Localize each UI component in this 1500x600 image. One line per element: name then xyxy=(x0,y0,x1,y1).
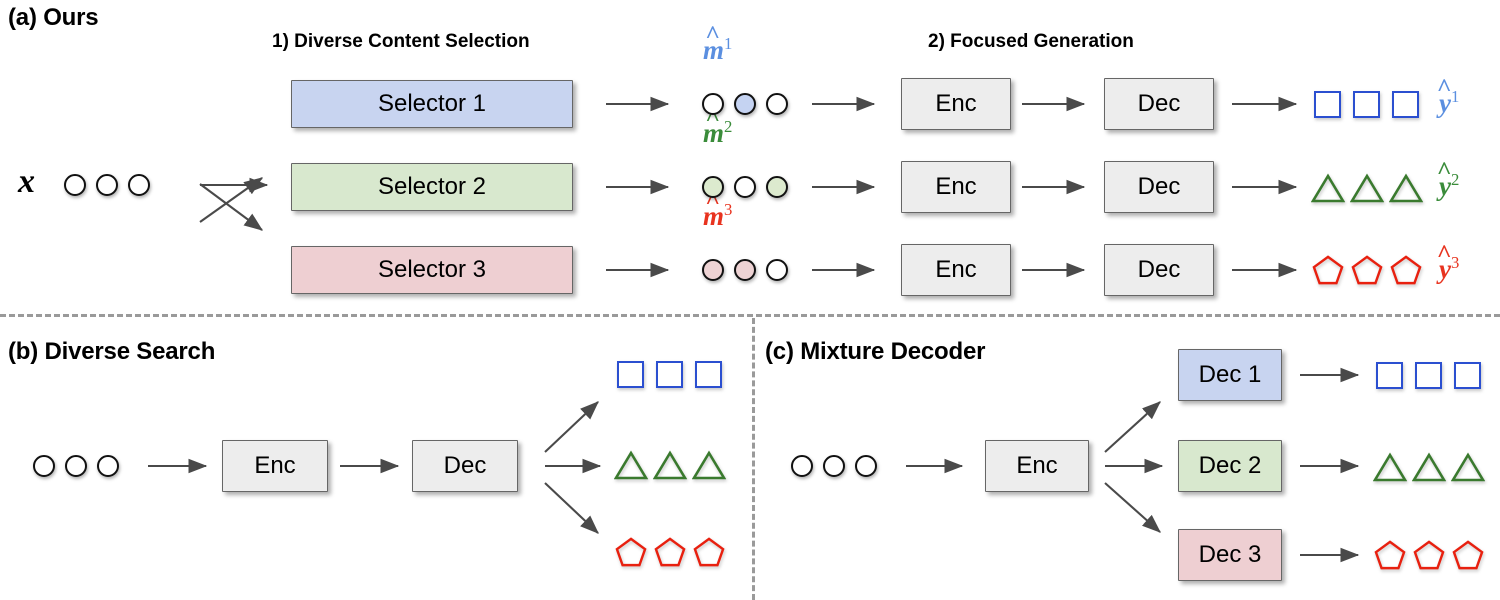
mask-2-token-1 xyxy=(734,176,756,198)
output-square-a-2 xyxy=(1392,91,1419,118)
selector-2-box[interactable]: Selector 2 xyxy=(291,163,573,211)
panel-c-arrow-enc-to-dec-1 xyxy=(1104,401,1161,453)
output-pentagon-a-1 xyxy=(1351,255,1383,285)
encoder-box-row-1[interactable]: Enc xyxy=(901,78,1011,130)
selector-3-box[interactable]: Selector 3 xyxy=(291,246,573,294)
panel-b-triangle-1 xyxy=(653,450,687,480)
panel-c-decoder-2-box[interactable]: Dec 2 xyxy=(1178,440,1282,492)
panel-c-square-0 xyxy=(1376,362,1403,389)
input-label-x: x xyxy=(18,163,35,200)
mask-1-token-2 xyxy=(766,93,788,115)
panel-c-input-token-1 xyxy=(823,455,845,477)
mask-label-2: m2 xyxy=(703,118,732,147)
panel-title-a: (a) Ours xyxy=(8,4,99,31)
panel-b-input-token-1 xyxy=(65,455,87,477)
arrow-x-to-selector-1 xyxy=(199,177,264,223)
panel-c-triangle-0 xyxy=(1373,452,1407,482)
input-token-2 xyxy=(128,174,150,196)
panel-b-decoder-box[interactable]: Dec xyxy=(412,440,518,492)
mask-3-token-1 xyxy=(734,259,756,281)
decoder-box-row-2[interactable]: Dec xyxy=(1104,161,1214,213)
panel-c-input-token-0 xyxy=(791,455,813,477)
horizontal-divider xyxy=(0,314,1500,317)
arrow-x-to-selector-3 xyxy=(199,183,264,231)
decoder-box-row-3[interactable]: Dec xyxy=(1104,244,1214,296)
output-triangle-a-1 xyxy=(1350,173,1384,203)
panel-title-c: (c) Mixture Decoder xyxy=(765,338,986,365)
panel-b-triangle-2 xyxy=(692,450,726,480)
output-label-y-2: y2 xyxy=(1439,171,1459,200)
output-triangle-a-0 xyxy=(1311,173,1345,203)
panel-c-decoder-3-box[interactable]: Dec 3 xyxy=(1178,529,1282,581)
panel-title-b: (b) Diverse Search xyxy=(8,338,216,365)
panel-c-square-1 xyxy=(1415,362,1442,389)
panel-b-pentagon-2 xyxy=(693,537,725,567)
mask-1-token-0 xyxy=(702,93,724,115)
panel-c-encoder-box[interactable]: Enc xyxy=(985,440,1089,492)
panel-c-pentagon-2 xyxy=(1452,540,1484,570)
panel-c-decoder-1-box[interactable]: Dec 1 xyxy=(1178,349,1282,401)
panel-b-square-1 xyxy=(656,361,683,388)
mask-1-token-1 xyxy=(734,93,756,115)
panel-b-arrow-dec-to-squares xyxy=(544,401,599,453)
panel-b-triangle-0 xyxy=(614,450,648,480)
output-label-y-3: y3 xyxy=(1439,254,1459,283)
panel-c-triangle-2 xyxy=(1451,452,1485,482)
mask-label-3: m3 xyxy=(703,201,732,230)
panel-b-input-token-2 xyxy=(97,455,119,477)
step-title-diverse-content-selection: 1) Diverse Content Selection xyxy=(272,31,530,52)
vertical-divider xyxy=(752,318,755,600)
mask-3-token-0 xyxy=(702,259,724,281)
selector-1-box[interactable]: Selector 1 xyxy=(291,80,573,128)
decoder-box-row-1[interactable]: Dec xyxy=(1104,78,1214,130)
output-label-y-1: y1 xyxy=(1439,88,1459,117)
panel-c-square-2 xyxy=(1454,362,1481,389)
mask-2-token-0 xyxy=(702,176,724,198)
input-token-0 xyxy=(64,174,86,196)
panel-c-arrow-enc-to-dec-3 xyxy=(1104,482,1161,533)
step-title-focused-generation: 2) Focused Generation xyxy=(928,31,1134,52)
panel-b-square-0 xyxy=(617,361,644,388)
panel-c-pentagon-1 xyxy=(1413,540,1445,570)
output-pentagon-a-0 xyxy=(1312,255,1344,285)
output-pentagon-a-2 xyxy=(1390,255,1422,285)
output-triangle-a-2 xyxy=(1389,173,1423,203)
output-square-a-0 xyxy=(1314,91,1341,118)
panel-c-triangle-1 xyxy=(1412,452,1446,482)
mask-2-token-2 xyxy=(766,176,788,198)
encoder-box-row-2[interactable]: Enc xyxy=(901,161,1011,213)
mask-3-token-2 xyxy=(766,259,788,281)
mask-label-1: m1 xyxy=(703,35,732,64)
panel-b-arrow-dec-to-pentagons xyxy=(544,482,599,534)
panel-b-encoder-box[interactable]: Enc xyxy=(222,440,328,492)
input-token-1 xyxy=(96,174,118,196)
panel-b-input-token-0 xyxy=(33,455,55,477)
panel-c-input-token-2 xyxy=(855,455,877,477)
panel-c-pentagon-0 xyxy=(1374,540,1406,570)
panel-b-pentagon-0 xyxy=(615,537,647,567)
panel-b-square-2 xyxy=(695,361,722,388)
output-square-a-1 xyxy=(1353,91,1380,118)
encoder-box-row-3[interactable]: Enc xyxy=(901,244,1011,296)
panel-b-pentagon-1 xyxy=(654,537,686,567)
